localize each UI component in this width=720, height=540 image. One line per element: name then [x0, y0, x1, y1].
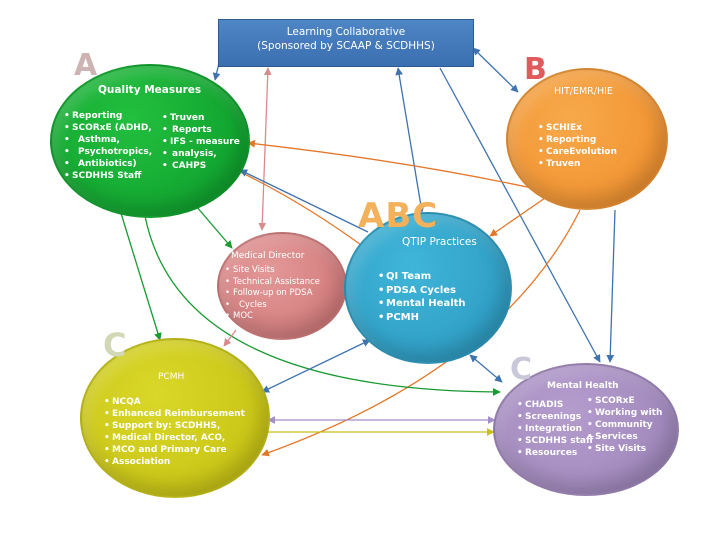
list-item: Technical Assistance	[225, 277, 320, 289]
list-item: Psychotropics,	[64, 146, 152, 158]
hit-title: HIT/EMR/HIE	[554, 86, 613, 97]
qtip-practices-node: QTIP Practices QI Team PDSA Cycles Menta…	[344, 212, 512, 364]
qtip-title: QTIP Practices	[402, 236, 477, 248]
list-item: Medical Director, ACO,	[104, 432, 245, 444]
header-line-1: Learning Collaborative	[286, 26, 406, 38]
arrow-header-hit	[472, 47, 519, 93]
pcmh-title: PCMH	[158, 372, 185, 382]
list-item: Community	[587, 419, 662, 431]
pcmh-node: PCMH NCQA Enhanced Reimbursement Support…	[80, 338, 270, 498]
mental-right-list: SCORxE Working with Community Services S…	[587, 395, 662, 455]
hit-list: SCHIEx Reporting CareEvolution Truven	[538, 122, 617, 170]
arrow-qtip-mental	[469, 354, 503, 383]
list-item: PCMH	[378, 311, 466, 325]
mental-health-node: Mental Health CHADIS Screenings Integrat…	[493, 363, 679, 496]
mental-left-list: CHADIS Screenings Integration SCDHHS sta…	[517, 399, 593, 459]
list-item: Resources	[517, 447, 593, 459]
list-item: Enhanced Reimbursement	[104, 408, 245, 420]
arrow-quality-pcmh	[119, 209, 162, 341]
list-item: Site Visits	[225, 265, 320, 277]
qtip-list: QI Team PDSA Cycles Mental Health PCMH	[378, 270, 466, 324]
list-item: Reporting	[538, 134, 617, 146]
header-line-2: (Sponsored by SCAAP & SCDHHS)	[257, 40, 435, 52]
list-item: Truven	[538, 158, 617, 170]
list-item: Mental Health	[378, 297, 466, 311]
list-item: Integration	[517, 423, 593, 435]
list-item: SCORxE (ADHD,	[64, 122, 152, 134]
arrow-quality-medical	[195, 205, 233, 249]
arrow-quality-mental	[144, 215, 501, 396]
list-item: MCO and Primary Care	[104, 444, 245, 456]
letter-c-pcmh-label: C	[103, 326, 127, 364]
list-item: Reporting	[64, 110, 152, 122]
arrow-hit-quality	[247, 139, 533, 189]
list-item: Cycles	[225, 300, 320, 312]
arrow-qtip-quality	[239, 169, 369, 233]
letter-a-label: A	[74, 48, 98, 83]
arrow-header-medical	[258, 67, 272, 231]
letter-abc-label: ABC	[358, 196, 439, 236]
list-item: Site Visits	[587, 443, 662, 455]
list-item: analysis,	[162, 148, 240, 160]
hit-emr-hie-node: HIT/EMR/HIE SCHIEx Reporting CareEvoluti…	[506, 68, 668, 210]
list-item: Services	[587, 431, 662, 443]
quality-right-list: Truven Reports IFS - measure analysis, C…	[162, 112, 240, 172]
medical-director-title: Medical Director	[231, 251, 305, 261]
list-item: CareEvolution	[538, 146, 617, 158]
list-item: CHADIS	[517, 399, 593, 411]
list-item: SCORxE	[587, 395, 662, 407]
list-item: Asthma,	[64, 134, 152, 146]
quality-measures-title: Quality Measures	[98, 84, 202, 96]
mental-health-title: Mental Health	[547, 381, 619, 391]
arrow-header-qtip	[395, 67, 425, 213]
arrow-qtip-pcmh	[261, 339, 371, 393]
list-item: QI Team	[378, 270, 466, 284]
list-item: Follow-up on PDSA	[225, 288, 320, 300]
medical-director-list: Site Visits Technical Assistance Follow-…	[225, 265, 320, 323]
list-item: NCQA	[104, 396, 245, 408]
list-item: SCDHHS Staff	[64, 170, 152, 182]
list-item: SCHIEx	[538, 122, 617, 134]
list-item: Screenings	[517, 411, 593, 423]
arrow-hit-qtip	[489, 197, 546, 237]
list-item: Truven	[162, 112, 240, 124]
arrow-hit-mental	[606, 209, 616, 363]
letter-c-mental-label: C	[510, 352, 533, 387]
letter-b-label: B	[524, 52, 547, 87]
list-item: MOC	[225, 311, 320, 323]
learning-collaborative-box: Learning Collaborative (Sponsored by SCA…	[218, 19, 474, 67]
list-item: Reports	[162, 124, 240, 136]
medical-director-node: Medical Director Site Visits Technical A…	[217, 232, 347, 340]
list-item: Working with	[587, 407, 662, 419]
list-item: IFS - measure	[162, 136, 240, 148]
quality-left-list: Reporting SCORxE (ADHD, Asthma, Psychotr…	[64, 110, 152, 182]
list-item: SCDHHS staff	[517, 435, 593, 447]
list-item: Support by: SCDHHS,	[104, 420, 245, 432]
list-item: Association	[104, 456, 245, 468]
quality-measures-node: Quality Measures Reporting SCORxE (ADHD,…	[50, 64, 250, 218]
list-item: Antibiotics)	[64, 158, 152, 170]
pcmh-list: NCQA Enhanced Reimbursement Support by: …	[104, 396, 245, 468]
list-item: PDSA Cycles	[378, 284, 466, 298]
arrow-medical-pcmh	[223, 329, 237, 347]
list-item: CAHPS	[162, 160, 240, 172]
